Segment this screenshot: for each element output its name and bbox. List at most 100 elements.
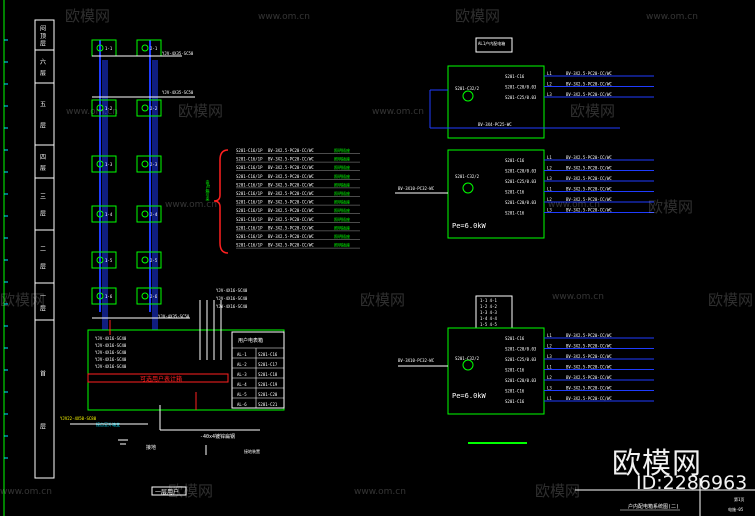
watermark-url: www.om.cn (165, 200, 217, 210)
branch-cable-label: BV-3X2.5-PC20-CC/WC (566, 92, 612, 97)
branch-breaker: S201-C16/1P (236, 191, 263, 196)
red-brace (213, 149, 229, 254)
watermark-id: ID:2286963 (636, 472, 748, 494)
breaker-label: S201-C16 (505, 158, 525, 163)
panel-text: YJV-4X16-SC40 (95, 364, 127, 369)
branch-use: 照明插座 (334, 216, 350, 222)
branch-cable: BV-3X2.5-PC20-CC/WC (268, 174, 314, 179)
branch-cable: BV-3X2.5-PC20-CC/WC (268, 225, 314, 230)
breaker-label: S201-C16 (505, 190, 525, 195)
meter-tag: 1-2 (105, 106, 113, 111)
phase-label: L2 (547, 344, 552, 349)
meter-tag: 1-4 (105, 212, 113, 217)
panel-header (475, 37, 513, 53)
bottom-title-box (151, 486, 187, 496)
meter-box (136, 99, 162, 117)
branch-cable-label: BV-3X2.5-PC20-CC/WC (566, 197, 612, 202)
watermark-text: 欧模网 (65, 7, 111, 25)
meter-box (91, 39, 117, 57)
watermark-url: www.om.cn (552, 292, 604, 302)
branch-cable: BV-3X2.5-PC20-CC/WC (268, 208, 314, 213)
meter-symbol (96, 210, 104, 218)
ground-label: 接地 (146, 444, 156, 451)
meter-box (136, 287, 162, 305)
floor-label: 层 (40, 306, 46, 313)
phase-label: L3 (547, 208, 552, 213)
branch-cable: BV-3X2.5-PC20-CC/WC (268, 182, 314, 187)
panel-symbol (462, 359, 474, 371)
meter-symbol (96, 256, 104, 264)
watermark-url: www.om.cn (548, 200, 600, 210)
legend-cell: S201-C18 (258, 372, 278, 377)
floor-label: 一 (40, 293, 46, 300)
legend-cell: AL-3 (237, 372, 247, 377)
floor-label: 层 (40, 211, 46, 218)
distribution-panel (447, 327, 545, 415)
header-row: 1-1 4-1 (480, 298, 497, 303)
vertical-note: 由AL箱引来 (206, 179, 211, 202)
phase-label: L2 (547, 82, 552, 87)
distribution-panel (447, 149, 545, 239)
breaker-label: S201-C16 (505, 211, 525, 216)
watermark-text: 欧模网 (708, 291, 754, 309)
legend-table (231, 331, 285, 409)
phase-label: L1 (547, 365, 552, 370)
floor-label: 四 (40, 154, 46, 161)
branch-cable: BV-3X2.5-PC20-CC/WC (268, 165, 314, 170)
title-block-text: 电施-05 (728, 506, 744, 512)
breaker-label: S201-C20/0.03 (505, 378, 537, 383)
watermark-url: www.om.cn (646, 12, 698, 22)
meter-tag: 1-5 (105, 258, 113, 263)
branch-breaker: S201-C16/1P (236, 217, 263, 222)
legend-cell: AL-2 (237, 362, 247, 367)
watermark-text: 欧模网 (0, 291, 46, 309)
branch-use: 照明插座 (334, 164, 350, 170)
meter-box (136, 205, 162, 223)
phase-label: L3 (547, 354, 552, 359)
floor-label: 层 (40, 70, 46, 77)
watermark-url: www.om.cn (258, 12, 310, 22)
floor-label: 首 (40, 370, 46, 378)
legend-cell: S201-C20 (258, 392, 278, 397)
panel-text: YJV-4X16-SC40 (95, 357, 127, 362)
floor-label: 闷 (40, 25, 46, 33)
branch-cable-label: BV-3X2.5-PC20-CC/WC (566, 396, 612, 401)
meter-symbol (96, 292, 104, 300)
branch-cable-label: BV-3X2.5-PC20-CC/WC (566, 365, 612, 370)
cable-label: BV-3X10-PC32-WC (398, 186, 435, 191)
breaker-label: S201-C20/0.03 (505, 85, 537, 90)
branch-use: 照明插座 (334, 199, 350, 205)
meter-symbol (96, 160, 104, 168)
phase-label: L2 (547, 375, 552, 380)
branch-use: 照明插座 (334, 181, 350, 187)
phase-label: L1 (547, 187, 552, 192)
meter-symbol (96, 44, 104, 52)
branch-cable-label: BV-3X2.5-PC20-CC/WC (566, 155, 612, 160)
meter-tag: 2-4 (150, 212, 158, 217)
branch-cable-label: BV-3X2.5-PC20-CC/WC (566, 82, 612, 87)
breaker-label: S201-C25/0.03 (505, 95, 537, 100)
meter-box (91, 287, 117, 305)
branch-cable-label: BV-3X2.5-PC20-CC/WC (566, 354, 612, 359)
bottom-title: 一层用户 (155, 488, 179, 496)
legend-title: 用户电表箱 (238, 337, 263, 344)
bottom-note: -40x4镀锌扁钢 (200, 433, 235, 440)
branch-cable: BV-3X2.5-PC20-CC/WC (268, 157, 314, 162)
panel-symbol (462, 90, 474, 102)
branch-use: 照明插座 (334, 224, 350, 230)
branch-breaker: S201-C16/1P (236, 208, 263, 213)
meter-tag: 2-2 (150, 106, 158, 111)
branch-breaker: S201-C16/1P (236, 234, 263, 239)
branch-use: 照明插座 (334, 242, 350, 248)
meter-box (91, 251, 117, 269)
watermark-url: www.om.cn (66, 107, 118, 117)
watermark-url: www.om.cn (354, 487, 406, 497)
meter-box (91, 205, 117, 223)
watermark-url: www.om.cn (372, 107, 424, 117)
floor-label: 层 (40, 263, 46, 270)
branch-use: 照明插座 (334, 190, 350, 196)
legend-cell: S201-C21 (258, 402, 278, 407)
branch-cable-label: BV-3X2.5-PC20-CC/WC (566, 166, 612, 171)
header-row: 1-5 4-5 (480, 322, 497, 327)
legend-cell: AL-4 (237, 382, 247, 387)
